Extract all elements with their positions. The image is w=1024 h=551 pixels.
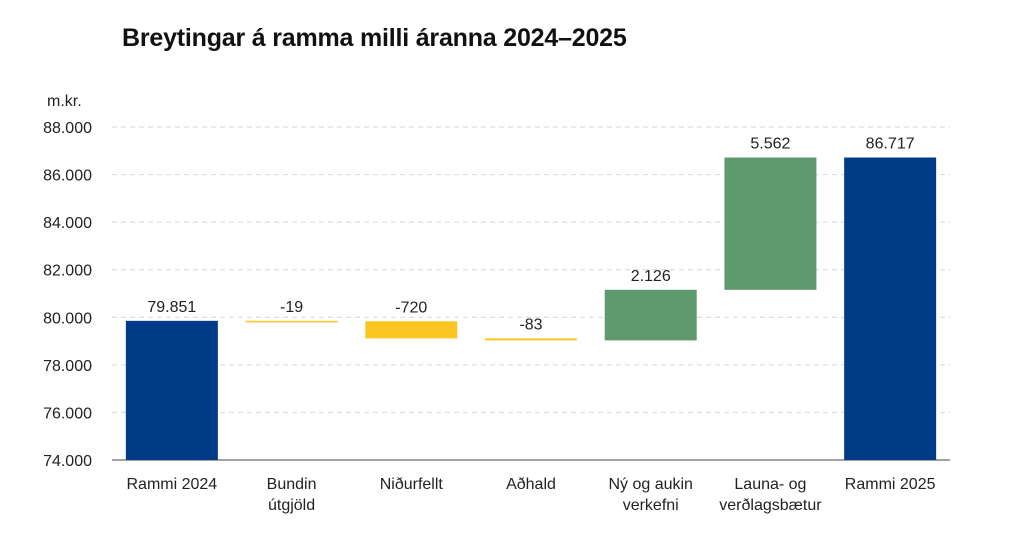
waterfall-bar: [245, 320, 338, 323]
x-category-label-line: Rammi 2024: [127, 476, 218, 493]
data-label: -19: [280, 299, 303, 316]
waterfall-bar: [844, 157, 937, 460]
x-category-label-line: útgjöld: [268, 497, 315, 514]
x-category-label: Ný og aukin verkefni: [608, 476, 693, 514]
x-category-label: Aðhald: [506, 476, 556, 493]
y-tick-label: 88.000: [43, 120, 92, 137]
chart-title: Breytingar á ramma milli áranna 2024–202…: [122, 24, 627, 52]
y-tick-label: 82.000: [43, 263, 92, 280]
y-axis-unit-label: m.kr.: [47, 93, 82, 110]
data-label: 2.126: [631, 268, 671, 285]
x-category-label: Niðurfellt: [380, 476, 444, 493]
x-category-label-line: Ný og aukin: [608, 476, 693, 493]
x-category-label-line: Bundin: [267, 476, 317, 493]
data-label: 79.851: [147, 299, 196, 316]
waterfall-bar: [125, 320, 218, 460]
y-tick-label: 76.000: [43, 405, 92, 422]
x-category-label: Rammi 2025: [845, 476, 936, 493]
y-tick-label: 78.000: [43, 358, 92, 375]
x-category-label-line: verðlagsbætur: [719, 497, 822, 514]
x-category-label: Bundin útgjöld: [267, 476, 317, 514]
y-tick-label: 80.000: [43, 310, 92, 327]
x-category-label-line: Launa- og: [734, 476, 806, 493]
y-tick-label: 74.000: [43, 453, 92, 470]
y-tick-label: 86.000: [43, 168, 92, 185]
waterfall-bar: [485, 338, 577, 341]
waterfall-bar: [604, 289, 697, 341]
x-category-label-line: verkefni: [623, 497, 679, 514]
x-category-label-line: Rammi 2025: [845, 476, 936, 493]
waterfall-bar: [365, 321, 458, 339]
waterfall-bar: [724, 157, 817, 290]
data-label: 5.562: [750, 136, 790, 153]
data-label: -720: [395, 299, 427, 316]
x-category-label: Launa- og verðlagsbætur: [719, 476, 822, 514]
x-category-label-line: Niðurfellt: [380, 476, 444, 493]
x-category-label: Rammi 2024: [127, 476, 218, 493]
data-label: 86.717: [866, 136, 915, 153]
y-tick-label: 84.000: [43, 215, 92, 232]
x-category-label-line: Aðhald: [506, 476, 556, 493]
data-label: -83: [519, 316, 542, 333]
